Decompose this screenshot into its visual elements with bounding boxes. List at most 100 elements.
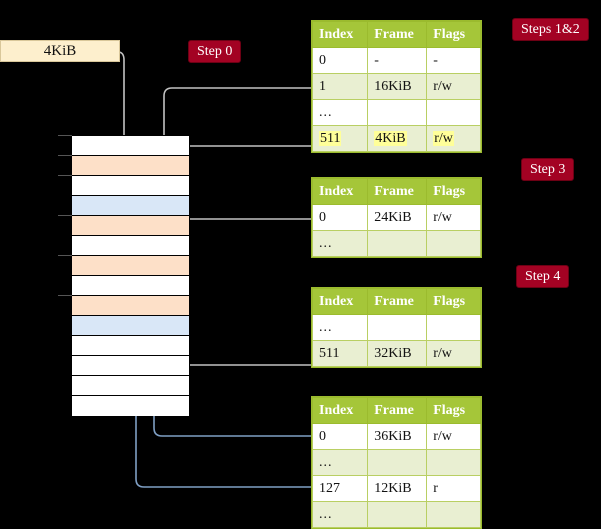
column-header-frame: Frame [367,21,428,48]
badge-steps-1-2: Steps 1&2 [512,18,589,41]
wire-step4 [181,298,311,366]
memory-row[interactable] [72,156,189,176]
cell-frame: 32KiB [367,340,428,367]
column-header-frame: Frame [367,288,428,315]
column-header-index: Index [311,21,369,48]
memory-row[interactable] [72,276,189,296]
column-header-index: Index [311,178,369,205]
cell-flags [426,501,481,528]
cell-flags [426,314,481,341]
memory-row[interactable] [72,176,189,196]
table-row[interactable]: ... [311,501,481,528]
cell-frame: 36KiB [367,423,428,450]
memory-tick-mark [58,175,72,176]
cell-index: 127 [311,475,369,502]
memory-row[interactable] [72,336,189,356]
table-row[interactable]: ... [311,99,481,126]
highlighted-value: 4KiB [374,130,407,146]
cell-index: 0 [311,47,369,74]
cell-frame: - [367,47,428,74]
memory-row[interactable] [72,396,189,416]
column-header-flags: Flags [426,397,481,424]
ellipsis-text: ... [319,235,333,251]
cell-index: ... [311,449,369,476]
cell-flags: r/w [426,340,481,367]
column-header-index: Index [311,288,369,315]
wire-result-127 [135,247,311,488]
column-header-frame: Frame [367,397,428,424]
cell-index: ... [311,314,369,341]
cell-flags [426,99,481,126]
memory-tick-mark [58,155,72,156]
memory-tick-mark [58,295,72,296]
column-header-index: Index [311,397,369,424]
physical-memory-column[interactable] [71,135,190,416]
memory-row[interactable] [72,296,189,316]
size-label-4kib: 4KiB [0,40,120,62]
cell-flags: r/w [426,73,481,100]
table-row[interactable]: ... [311,230,481,257]
cell-index: ... [311,230,369,257]
cell-flags [426,449,481,476]
table-row[interactable]: 0-- [311,47,481,74]
wire-step0 [117,51,130,152]
highlighted-value: r/w [433,130,454,146]
ellipsis-text: ... [319,104,333,120]
column-header-flags: Flags [426,21,481,48]
cell-flags: r/w [426,125,481,152]
cell-frame: 4KiB [367,125,428,152]
memory-row[interactable] [72,376,189,396]
cell-index: 0 [311,423,369,450]
cell-frame: 12KiB [367,475,428,502]
badge-step-0: Step 0 [188,40,242,63]
memory-row[interactable] [72,256,189,276]
table-row[interactable]: ... [311,449,481,476]
wire-step3 [179,218,311,262]
cell-flags: r [426,475,481,502]
badge-step-4: Step 4 [516,265,570,288]
badge-step-3: Step 3 [521,158,575,181]
column-header-flags: Flags [426,178,481,205]
cell-frame [367,501,428,528]
memory-row[interactable] [72,316,189,336]
ellipsis-text: ... [319,506,333,522]
cell-index: ... [311,501,369,528]
cell-flags: - [426,47,481,74]
cell-index: 511 [311,340,369,367]
column-header-frame: Frame [367,178,428,205]
memory-tick-mark [58,135,72,136]
cell-flags [426,230,481,257]
memory-row[interactable] [72,196,189,216]
memory-row[interactable] [72,136,189,156]
ellipsis-text: ... [319,454,333,470]
cell-frame [367,449,428,476]
table-row[interactable]: ... [311,314,481,341]
cell-index: ... [311,99,369,126]
memory-row[interactable] [72,236,189,256]
highlighted-value: 511 [319,130,342,146]
memory-tick-mark [58,215,72,216]
memory-row[interactable] [72,356,189,376]
cell-frame [367,99,428,126]
column-header-flags: Flags [426,288,481,315]
cell-frame: 24KiB [367,204,428,231]
memory-row[interactable] [72,216,189,236]
ellipsis-text: ... [319,319,333,335]
table-row[interactable]: 511 4KiB r/w [311,125,481,152]
wire-result-0 [153,321,311,437]
cell-frame [367,314,428,341]
